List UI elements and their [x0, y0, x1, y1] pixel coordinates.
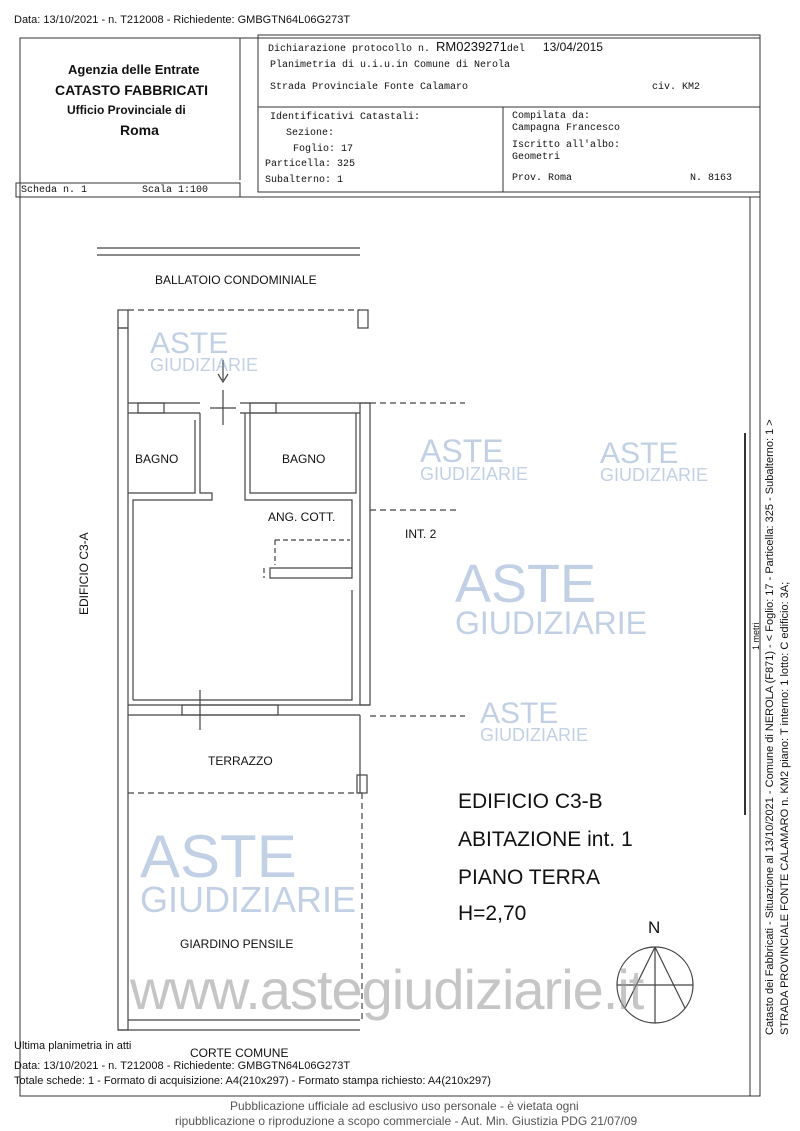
- plan-title-unit: ABITAZIONE int. 1: [458, 828, 633, 851]
- del-label: del: [506, 44, 525, 55]
- subalterno: Subalterno: 1: [265, 175, 344, 186]
- protocol-number: RM0239271: [436, 39, 507, 54]
- footer-request-line: Data: 13/10/2021 - n. T212008 - Richiede…: [14, 1060, 351, 1072]
- label-terrazzo: TERRAZZO: [208, 754, 273, 768]
- compilata-name: Campagna Francesco: [512, 123, 621, 134]
- sezione: Sezione:: [286, 128, 335, 139]
- planimetria-comune: Planimetria di u.i.u.in Comune di Nerola: [270, 60, 511, 71]
- protocol-label: Dichiarazione protocollo n.: [268, 44, 431, 55]
- provincia-albo: Prov. Roma: [512, 173, 573, 184]
- label-ballatoio: BALLATOIO CONDOMINIALE: [155, 273, 317, 287]
- legal-notice-2: ripubblicazione o riproduzione a scopo c…: [175, 1114, 638, 1128]
- civico: civ. KM2: [652, 82, 701, 93]
- ufficio: Ufficio Provinciale di: [67, 103, 186, 117]
- top-request-line: Data: 13/10/2021 - n. T212008 - Richiede…: [14, 14, 351, 26]
- albo-label: Iscritto all'albo:: [512, 140, 621, 151]
- foglio: Foglio: 17: [293, 144, 354, 155]
- legal-notice-1: Pubblicazione ufficiale ad esclusivo uso…: [230, 1099, 579, 1113]
- plan-title-floor: PIANO TERRA: [458, 866, 600, 889]
- label-bagno-2: BAGNO: [282, 452, 326, 466]
- address: Strada Provinciale Fonte Calamaro: [270, 82, 469, 93]
- side-info-line-1: Catasto dei Fabbricati - Situazione al 1…: [764, 419, 776, 1035]
- protocol-date: 13/04/2015: [542, 40, 603, 54]
- watermark-url: www.astegiudiziarie.it: [130, 958, 644, 1021]
- plan-title-building: EDIFICIO C3-B: [458, 790, 603, 813]
- identificativi-title: Identificativi Catastali:: [270, 112, 421, 123]
- agency-name: Agenzia delle Entrate: [68, 62, 200, 77]
- label-bagno-1: BAGNO: [135, 452, 179, 466]
- label-corte-comune: CORTE COMUNE: [190, 1046, 289, 1060]
- catasto-title: CATASTO FABBRICATI: [55, 82, 208, 98]
- label-angolo-cottura: ANG. COTT.: [268, 510, 336, 524]
- albo: Geometri: [512, 152, 561, 163]
- walls: [97, 247, 694, 1031]
- label-giardino: GIARDINO PENSILE: [180, 937, 294, 951]
- scheda-number: Scheda n. 1: [21, 185, 88, 196]
- label-int-2: INT. 2: [405, 527, 437, 541]
- scale-note: 1 metri: [751, 622, 761, 650]
- footer-format-line: Totale schede: 1 - Formato di acquisizio…: [14, 1075, 491, 1087]
- particella: Particella: 325: [265, 159, 356, 170]
- side-info-line-2: STRADA PROVINCIALE FONTE CALAMARO n. KM2…: [779, 581, 791, 1035]
- label-edificio-c3a: EDIFICIO C3-A: [77, 532, 91, 615]
- scala: Scala 1:100: [142, 185, 209, 196]
- north-label: N: [648, 918, 661, 937]
- outer-frame: [19, 37, 761, 1097]
- plan-title-height: H=2,70: [458, 902, 527, 925]
- numero-albo: N. 8163: [690, 173, 733, 184]
- ultima-planimetria: Ultima planimetria in atti: [14, 1040, 132, 1052]
- compilata-label: Compilata da:: [512, 111, 591, 122]
- provincia: Roma: [120, 122, 159, 138]
